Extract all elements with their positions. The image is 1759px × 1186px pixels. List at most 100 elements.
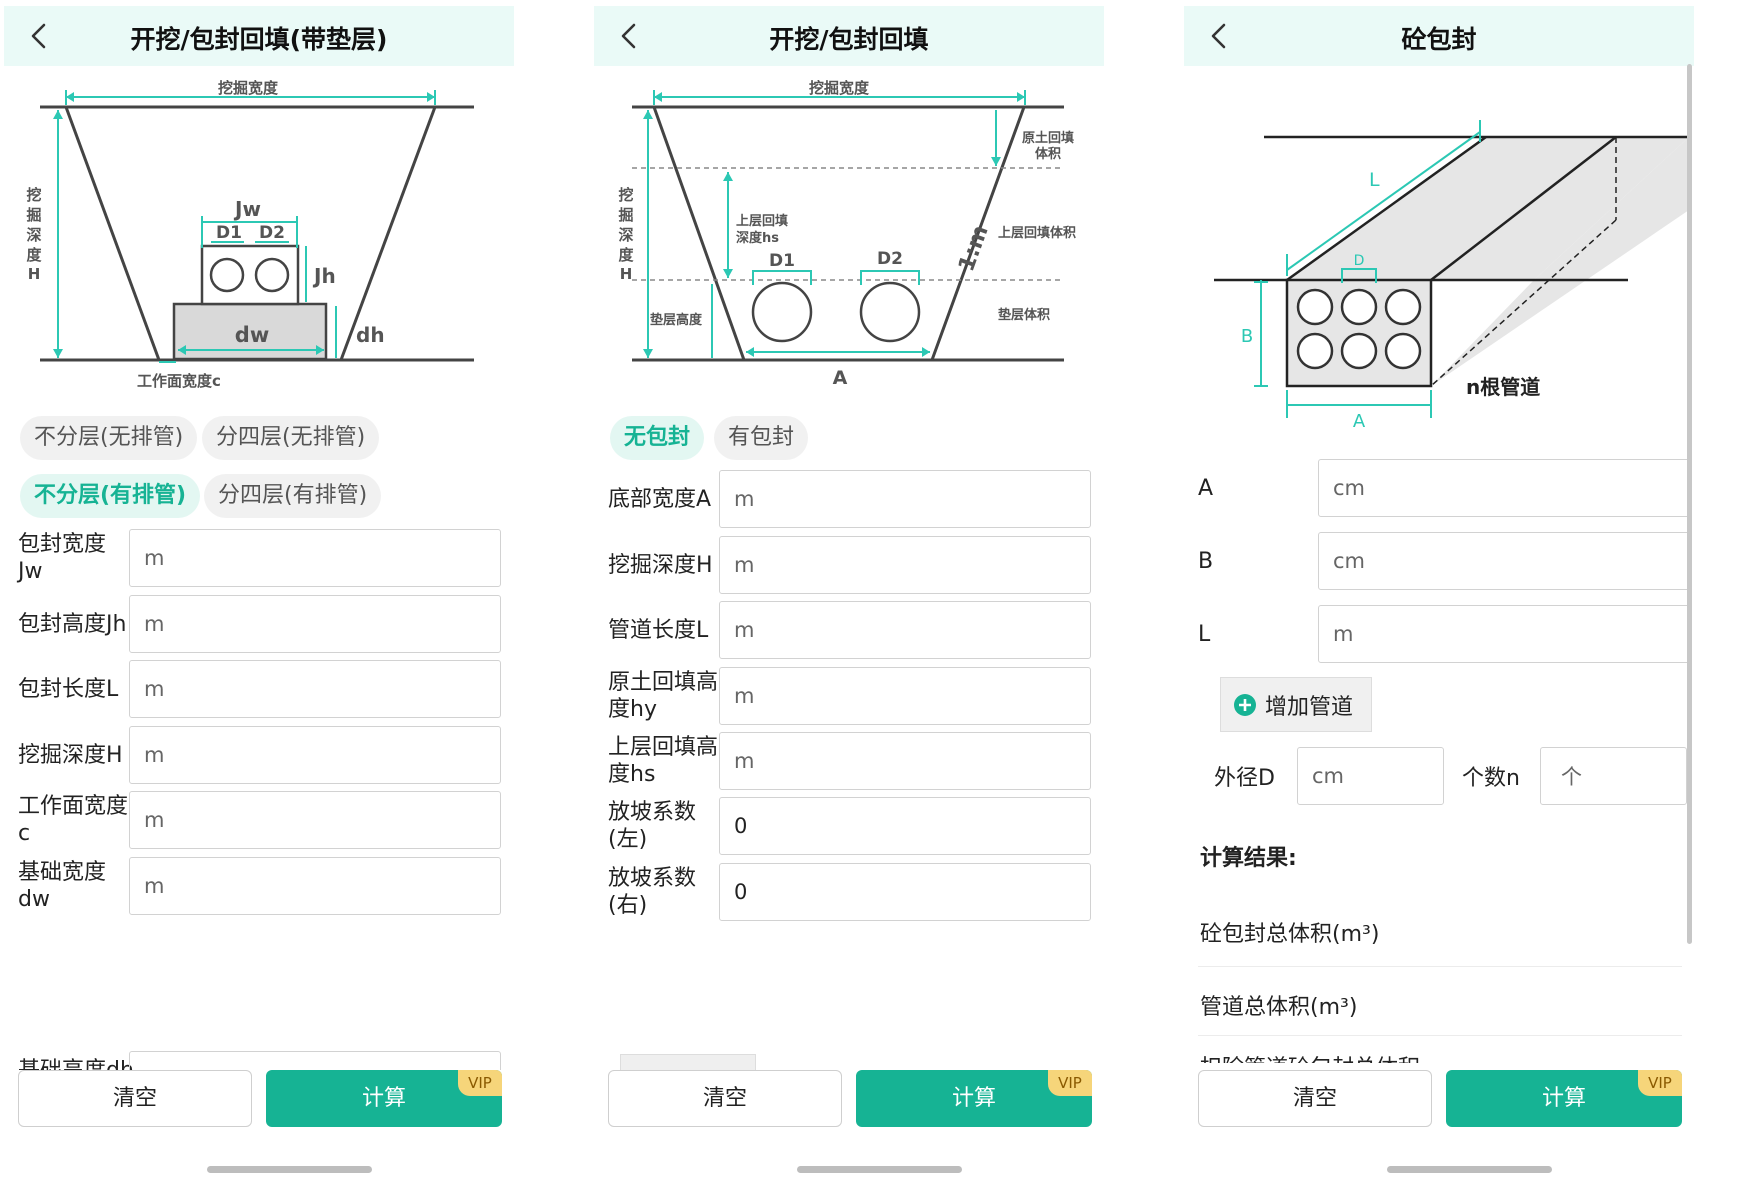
svg-text:挖: 挖 [618, 186, 633, 204]
field-label: 包封长度L [18, 676, 119, 702]
dig-depth-label: 挖 掘 深 度 H [26, 186, 42, 283]
base-height-input[interactable] [129, 1051, 501, 1070]
svg-text:掘: 掘 [618, 206, 633, 224]
encasement-diagram: L D B A n根管道 [1214, 120, 1689, 432]
divider [1198, 1035, 1682, 1036]
add-pipe-button[interactable]: 增加管道 [1220, 677, 1372, 732]
svg-text:深: 深 [26, 226, 41, 244]
d2-label: D2 [877, 249, 903, 269]
d1-label: D1 [216, 223, 242, 243]
clear-button[interactable]: 清空 [608, 1070, 842, 1127]
d1-label: D1 [769, 251, 795, 271]
field-label: L [1198, 621, 1211, 647]
slope-right-input[interactable]: 0 [719, 863, 1091, 921]
clear-button[interactable]: 清空 [1198, 1070, 1432, 1127]
panel-concrete-encasement: 砼包封 L D B A n根管道 A cm [1184, 0, 1694, 1186]
field-label: 基础宽度dw [18, 860, 107, 912]
a-label: A [1353, 411, 1366, 432]
field-row: 包封长度L m [4, 660, 514, 718]
outer-d-input[interactable]: cm [1297, 747, 1444, 805]
add-pipe-label: 增加管道 [1265, 694, 1354, 720]
field-label: 放坡系数(右) [608, 866, 697, 918]
dig-depth-input[interactable]: m [129, 726, 501, 784]
panel-excavation-backfill: 开挖/包封回填 挖掘宽度 挖 掘 深 度 H 原土回填 体积 上层回填 深度hs… [594, 0, 1104, 1186]
count-label: 个数n [1462, 766, 1520, 791]
height-b-input[interactable]: cm [1318, 532, 1690, 590]
svg-text:深: 深 [618, 226, 633, 244]
mode-chip-four-pipe[interactable]: 分四层(有排管) [204, 474, 382, 518]
field-label: 包封高度Jh [18, 611, 127, 637]
mode-chip-single-no-pipe[interactable]: 不分层(无排管) [20, 416, 198, 460]
add-pipe-button[interactable] [620, 1054, 756, 1074]
bottom-width-input[interactable]: m [719, 470, 1091, 528]
calculate-button[interactable]: 计算 VIP [1446, 1070, 1682, 1127]
field-row: 底部宽度A m [594, 470, 1104, 528]
field-row: 包封高度Jh m [4, 595, 514, 653]
svg-text:度: 度 [618, 246, 634, 264]
mode-chip-four-no-pipe[interactable]: 分四层(无排管) [202, 416, 380, 460]
field-row: 挖掘深度H m [4, 726, 514, 784]
upper-fill-height-input[interactable]: m [719, 732, 1091, 790]
calculate-button[interactable]: 计算 VIP [856, 1070, 1092, 1127]
back-arrow-icon[interactable] [616, 22, 644, 50]
orig-fill-height-input[interactable]: m [719, 667, 1091, 725]
encase-height-input[interactable]: m [129, 595, 501, 653]
field-row: 工作面宽度c m [4, 791, 514, 849]
field-label: 基础高度dh [18, 1052, 134, 1070]
upper-depth-label-2: 深度hs [736, 230, 779, 246]
result-total-volume: 砼包封总体积(m³) [1200, 922, 1380, 947]
scrollbar[interactable] [1687, 64, 1692, 944]
work-face-width-input[interactable]: m [129, 791, 501, 849]
calculate-label: 计算 [951, 1086, 996, 1111]
home-indicator [797, 1166, 962, 1173]
jh-label: Jh [312, 264, 336, 288]
field-label: A [1198, 475, 1214, 501]
results-title: 计算结果: [1200, 846, 1297, 871]
field-label: 底部宽度A [608, 486, 712, 512]
count-input[interactable]: 个 [1540, 747, 1687, 805]
clipped-result: 扣除管道砼包封总体积 [1184, 1050, 1694, 1063]
field-label: 放坡系数(左) [608, 800, 697, 852]
length-l-input[interactable]: m [1318, 605, 1690, 663]
trench-diagram-bedding: 挖掘宽度 挖 掘 深 度 H Jw D1 D2 Jh dw dh 工作面宽度c [26, 80, 474, 390]
encase-length-input[interactable]: m [129, 660, 501, 718]
page-title: 开挖/包封回填(带垫层) [130, 25, 388, 54]
orig-fill-label-2: 体积 [1035, 146, 1061, 162]
dw-label: dw [235, 323, 269, 347]
field-label: 管道长度L [608, 617, 709, 643]
dig-width-label: 挖掘宽度 [809, 80, 870, 97]
back-arrow-icon[interactable] [26, 22, 54, 50]
calculate-button[interactable]: 计算 VIP [266, 1070, 502, 1127]
slope-label: 1:m [954, 222, 994, 275]
b-label: B [1241, 326, 1253, 347]
calculate-label: 计算 [1541, 1086, 1586, 1111]
dig-depth-input[interactable]: m [719, 536, 1091, 594]
field-row: 基础宽度dw m [4, 857, 514, 915]
svg-text:H: H [28, 265, 41, 283]
header: 开挖/包封回填 [594, 6, 1104, 66]
panel-excavation-with-bedding: 开挖/包封回填(带垫层) 挖掘宽度 挖 掘 深 度 H Jw D1 D2 [4, 0, 514, 1186]
pipe-length-input[interactable]: m [719, 601, 1091, 659]
mode-chip-single-pipe[interactable]: 不分层(有排管) [20, 474, 201, 518]
l-label: L [1369, 169, 1380, 191]
field-row: A cm [1184, 459, 1694, 517]
clear-button[interactable]: 清空 [18, 1070, 252, 1127]
mode-chip-no-encase[interactable]: 无包封 [610, 416, 705, 460]
page-title: 开挖/包封回填 [769, 25, 929, 54]
bedding-volume-label: 垫层体积 [998, 307, 1050, 323]
mode-chip-with-encase[interactable]: 有包封 [714, 416, 809, 460]
result-net-volume: 扣除管道砼包封总体积 [1200, 1050, 1420, 1063]
svg-text:H: H [620, 265, 633, 283]
upper-depth-label: 上层回填 [736, 213, 788, 229]
field-label: B [1198, 548, 1214, 574]
field-row: 放坡系数(右) 0 [594, 863, 1104, 921]
base-width-input[interactable]: m [129, 857, 501, 915]
vip-badge: VIP [1638, 1070, 1682, 1096]
field-row: 挖掘深度H m [594, 536, 1104, 594]
back-arrow-icon[interactable] [1206, 22, 1234, 50]
slope-left-input[interactable]: 0 [719, 797, 1091, 855]
field-label: 挖掘深度H [608, 552, 713, 578]
encase-width-input[interactable]: m [129, 529, 501, 587]
width-a-input[interactable]: cm [1318, 459, 1690, 517]
trench-diagram-backfill: 挖掘宽度 挖 掘 深 度 H 原土回填 体积 上层回填 深度hs 上层回填体积 … [618, 80, 1076, 389]
